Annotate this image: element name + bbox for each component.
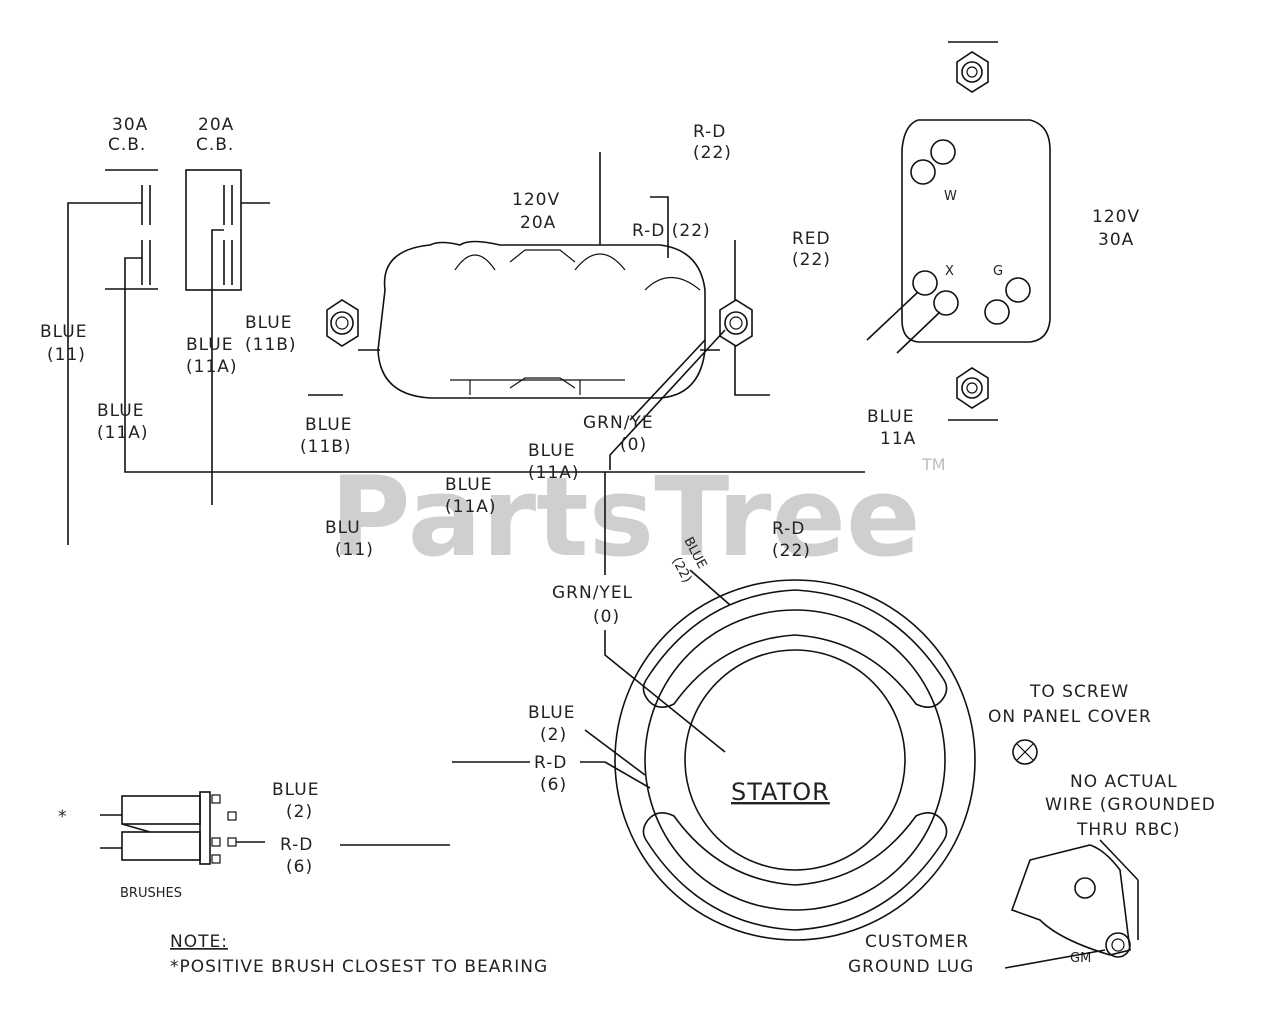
- wire-label-red-22-stator: R-D: [772, 519, 805, 539]
- wire-label-grnyel-top-num: (0): [620, 435, 647, 455]
- wire-label-grnyel-low-num: (0): [593, 607, 620, 627]
- wire-label-blue-11a-low-num: (11A): [445, 497, 497, 517]
- wire-label-blue-11a-mid: BLUE: [528, 441, 575, 461]
- wire-label-blue-11a-right-num: 11A: [880, 429, 916, 449]
- watermark: PartsTree: [330, 453, 921, 581]
- wire-label-blue-11b-mid: BLUE: [305, 415, 352, 435]
- receptacle-20a-voltage: 120V: [512, 190, 560, 210]
- wire-label-red-22-top: R-D: [693, 122, 726, 142]
- annotation-no-actual-line3: THRU RBC): [1076, 820, 1181, 840]
- positive-brush-mark: *: [58, 807, 68, 827]
- terminal-g: G: [993, 264, 1003, 279]
- wire-label-blue-11b-cb: BLUE: [245, 313, 292, 333]
- wire-label-blue-11a-right: BLUE: [867, 407, 914, 427]
- annotation-no-actual-line1: NO ACTUAL: [1070, 772, 1178, 792]
- wire-label-blue-2-brush: BLUE: [272, 780, 319, 800]
- wire-label-blue-11-left: BLUE: [40, 322, 87, 342]
- brushes-label: BRUSHES: [120, 886, 182, 901]
- note-text: *POSITIVE BRUSH CLOSEST TO BEARING: [170, 957, 548, 977]
- receptacle-30a-amps: 30A: [1098, 230, 1134, 250]
- receptacle-20a-amps: 20A: [520, 213, 556, 233]
- watermark-tm: TM: [921, 455, 946, 474]
- wire-label-blu-11-low-num: (11): [335, 540, 374, 560]
- note-heading: NOTE:: [170, 932, 228, 952]
- annotation-screw-line1: TO SCREW: [1029, 682, 1129, 702]
- terminal-w: W: [944, 189, 957, 204]
- breaker-20a-rating: 20A: [198, 115, 234, 135]
- annotation-customer-ground-line2: GROUND LUG: [848, 957, 974, 977]
- wire-label-blue-11b-mid-num: (11B): [300, 437, 352, 457]
- terminal-x: X: [945, 264, 954, 279]
- wire-label-red-22-b: RED: [792, 229, 831, 249]
- wire-label-grnyel-low: GRN/YEL: [552, 583, 633, 603]
- breaker-30a-rating: 30A: [112, 115, 148, 135]
- wire-label-red-6-stator: R-D: [534, 753, 567, 773]
- wire-label-red-6-brush-num: (6): [286, 857, 313, 877]
- breaker-20a: 20A C.B.: [185, 115, 270, 291]
- breaker-30a-type: C.B.: [108, 135, 146, 155]
- wire-label-blue-11a-low: BLUE: [445, 475, 492, 495]
- wire-label-blue-11a-left: BLUE: [97, 401, 144, 421]
- wire-label-blue-11a-cb: BLUE: [186, 335, 233, 355]
- wire-label-red-22-stator-num: (22): [772, 541, 811, 561]
- wire-label-blu-11-low: BLU: [325, 518, 361, 538]
- annotation-screw-line2: ON PANEL COVER: [988, 707, 1152, 727]
- stator-label: STATOR: [731, 778, 830, 806]
- brush-assembly: * BRUSHES: [58, 791, 265, 901]
- wire-label-red-6-brush: R-D: [280, 835, 313, 855]
- wire-label-blue-2-brush-num: (2): [286, 802, 313, 822]
- ground-lug: GM: [1010, 839, 1139, 966]
- wire-label-blue-11-left-num: (11): [47, 345, 86, 365]
- stator: STATOR: [614, 579, 976, 941]
- screw-symbol: [1012, 739, 1038, 765]
- wire-label-red-22-top-num: (22): [693, 143, 732, 163]
- wire-label-blue-11b-cb-num: (11B): [245, 335, 297, 355]
- wire-label-grnyel-top: GRN/YE: [583, 413, 654, 433]
- wire-label-red-22-b-num: (22): [792, 250, 831, 270]
- receptacle-30a-voltage: 120V: [1092, 207, 1140, 227]
- wire-label-blue-11a-cb-num: (11A): [186, 357, 238, 377]
- receptacle-120v-30a: 120V 30A W X G: [901, 41, 1140, 421]
- wire-label-blue-2-stator-num: (2): [540, 725, 567, 745]
- annotation-customer-ground-line1: CUSTOMER: [865, 932, 969, 952]
- wire-label-blue-11a-left-num: (11A): [97, 423, 149, 443]
- wire-label-red-6-stator-num: (6): [540, 775, 567, 795]
- wire-label-blue-11a-mid-num: (11A): [528, 463, 580, 483]
- wire-label-red-22-a: R-D (22): [632, 221, 711, 241]
- wire-label-blue-2-stator: BLUE: [528, 703, 575, 723]
- breaker-30a: 30A C.B.: [105, 115, 158, 290]
- annotation-no-actual-line2: WIRE (GROUNDED: [1045, 795, 1216, 815]
- breaker-20a-type: C.B.: [196, 135, 234, 155]
